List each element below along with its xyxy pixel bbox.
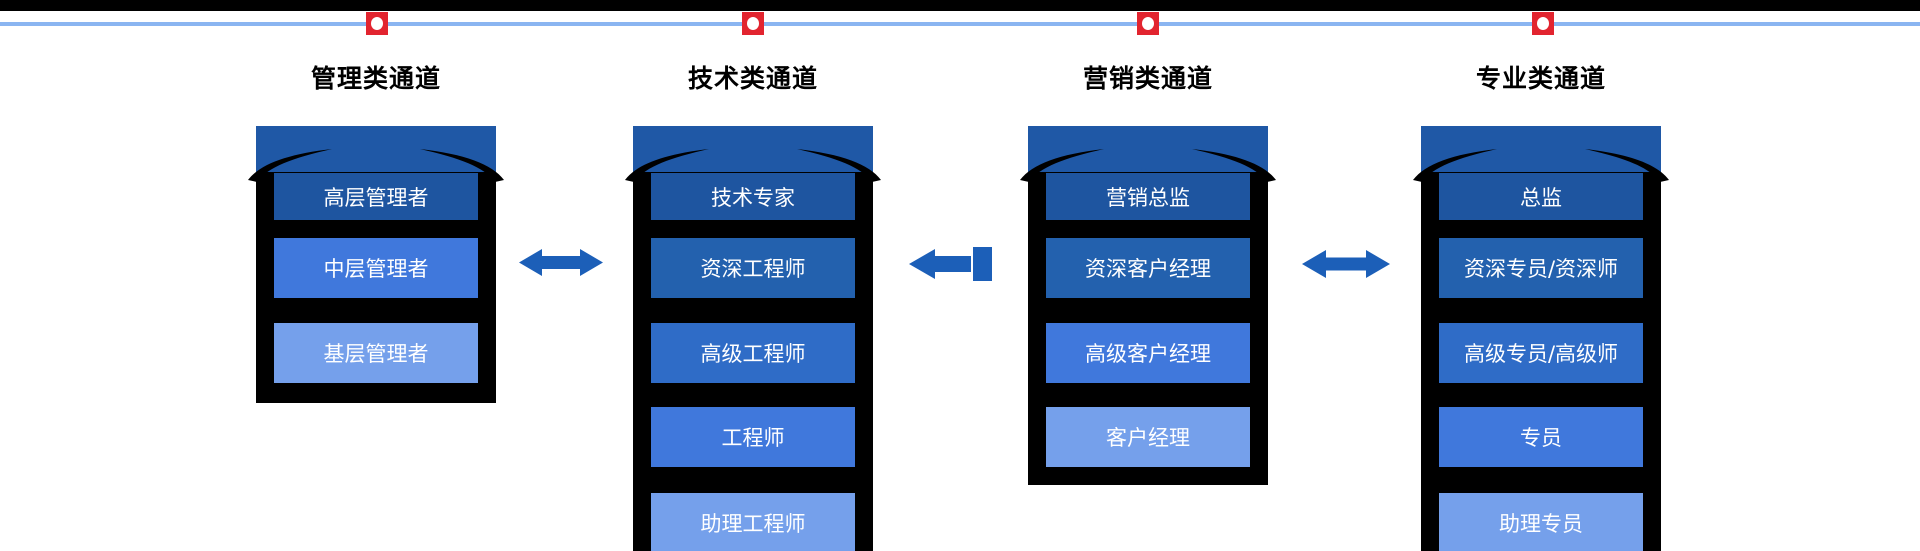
- top-black-bar: [0, 0, 1920, 11]
- ladder-level: 技术专家: [651, 173, 855, 220]
- ladder-level: 资深工程师: [651, 238, 855, 298]
- ladder-level: 专员: [1439, 407, 1643, 467]
- timeline-marker-icon: [742, 12, 764, 35]
- ladder-level: 助理专员: [1439, 493, 1643, 551]
- ladder-top-banner: [248, 126, 504, 182]
- double-arrow-icon: [519, 246, 603, 279]
- ladder-level: 基层管理者: [274, 323, 478, 383]
- ladder-level: 营销总监: [1046, 173, 1250, 220]
- ladder-column-professional: 专业类通道 总监 资深专员/资深师 高级专员/高级师 专员 助理专员: [1413, 0, 1669, 551]
- ladder-level: 工程师: [651, 407, 855, 467]
- ladder-frame: 高层管理者 中层管理者 基层管理者: [256, 172, 496, 403]
- ladder-level: 高级专员/高级师: [1439, 323, 1643, 383]
- ladder-frame: 营销总监 资深客户经理 高级客户经理 客户经理: [1028, 172, 1268, 485]
- column-title: 技术类通道: [687, 64, 818, 93]
- ladder-level: 资深客户经理: [1046, 238, 1250, 298]
- timeline-marker-icon: [1137, 12, 1159, 35]
- ladder-level: 高级客户经理: [1046, 323, 1250, 383]
- ladder-top-banner: [1413, 126, 1669, 182]
- ladder-top-banner: [1020, 126, 1276, 182]
- ladder-frame: 技术专家 资深工程师 高级工程师 工程师 助理工程师: [633, 172, 873, 551]
- ladder-level: 资深专员/资深师: [1439, 238, 1643, 298]
- timeline-line: [0, 22, 1920, 26]
- ladder-column-technical: 技术类通道 技术专家 资深工程师 高级工程师 工程师 助理工程师: [625, 0, 881, 551]
- ladder-level: 总监: [1439, 173, 1643, 220]
- marker-dot-icon: [747, 17, 759, 30]
- ladder-level: 助理工程师: [651, 493, 855, 551]
- ladder-column-management: 管理类通道 高层管理者 中层管理者 基层管理者: [248, 0, 504, 551]
- ladder-top-banner: [625, 126, 881, 182]
- marker-dot-icon: [371, 17, 383, 30]
- column-title: 管理类通道: [310, 64, 441, 93]
- marker-dot-icon: [1142, 17, 1154, 30]
- ladder-column-marketing: 营销类通道 营销总监 资深客户经理 高级客户经理 客户经理: [1020, 0, 1276, 551]
- column-title: 营销类通道: [1082, 64, 1213, 93]
- marker-dot-icon: [1537, 17, 1549, 30]
- ladder-frame: 总监 资深专员/资深师 高级专员/高级师 专员 助理专员: [1421, 172, 1661, 551]
- timeline-marker-icon: [1532, 12, 1554, 35]
- ladder-level: 高级工程师: [651, 323, 855, 383]
- ladder-level: 高层管理者: [274, 173, 478, 220]
- ladder-level: 客户经理: [1046, 407, 1250, 467]
- left-arrow-with-bar-icon: [909, 247, 992, 281]
- double-arrow-icon: [1302, 247, 1390, 281]
- column-title: 专业类通道: [1475, 64, 1606, 93]
- ladder-level: 中层管理者: [274, 238, 478, 298]
- timeline-marker-icon: [366, 12, 388, 35]
